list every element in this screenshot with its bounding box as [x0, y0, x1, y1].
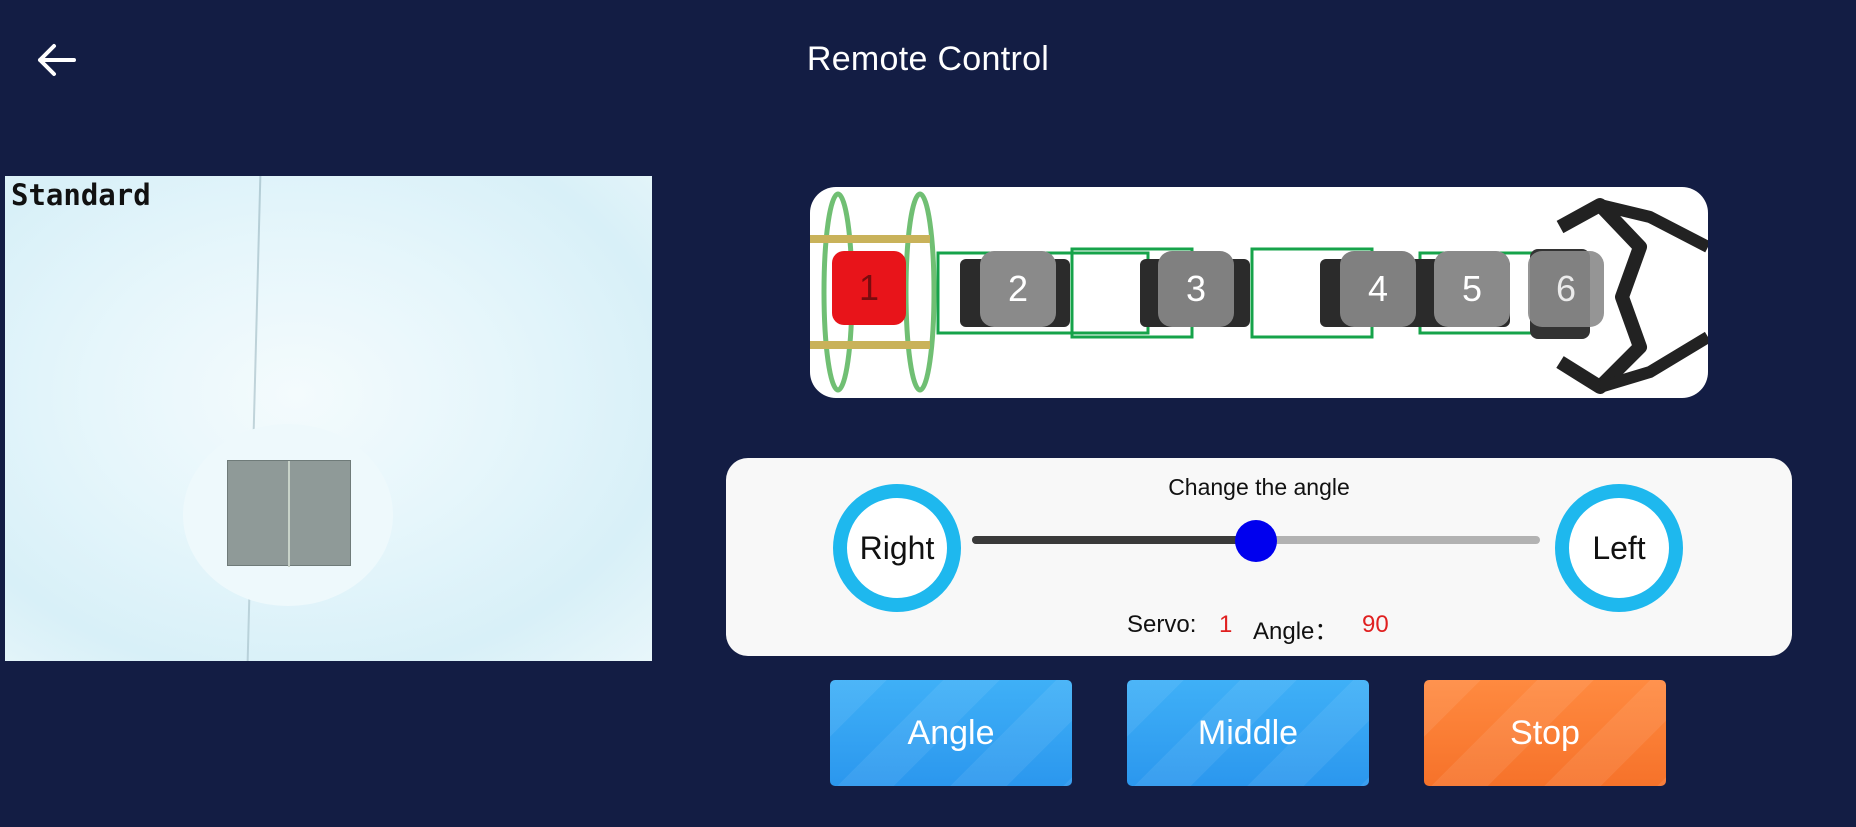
- camera-feed: Standard: [5, 176, 652, 661]
- back-button[interactable]: [30, 38, 82, 82]
- angle-value: 90: [1362, 611, 1389, 638]
- slider-fill: [972, 536, 1256, 544]
- servo-label: Servo:: [1127, 611, 1197, 638]
- angle-label: Angle：: [1253, 618, 1339, 645]
- rotate-right-label: Right: [859, 529, 935, 566]
- middle-button[interactable]: Middle: [1127, 680, 1369, 786]
- robot-arm-diagram: 1 2 3 4 5 6: [810, 187, 1708, 398]
- angle-control-panel: Change the angle Right Left Servo: 1 Ang…: [726, 458, 1792, 656]
- camera-mode-label: Standard: [11, 178, 151, 212]
- rotate-left-button[interactable]: Left: [1555, 484, 1683, 612]
- stop-button[interactable]: Stop: [1424, 680, 1666, 786]
- angle-button-label: Angle: [907, 713, 995, 752]
- servo-tile-6[interactable]: 6: [1528, 251, 1604, 327]
- servo-tile-5[interactable]: 5: [1434, 251, 1510, 327]
- slider-thumb[interactable]: [1235, 520, 1277, 562]
- page-title: Remote Control: [806, 40, 1050, 78]
- camera-block: [227, 460, 351, 567]
- rotate-right-button[interactable]: Right: [833, 484, 961, 612]
- servo-tile-3[interactable]: 3: [1158, 251, 1234, 327]
- servo-tile-1[interactable]: 1: [832, 251, 906, 325]
- stop-button-label: Stop: [1510, 713, 1580, 752]
- servo-value: 1: [1219, 611, 1233, 638]
- servo-tile-4[interactable]: 4: [1340, 251, 1416, 327]
- control-title: Change the angle: [1168, 474, 1350, 500]
- rotate-left-label: Left: [1592, 529, 1646, 566]
- arrow-left-icon: [38, 44, 76, 76]
- angle-button[interactable]: Angle: [830, 680, 1072, 786]
- middle-button-label: Middle: [1197, 713, 1299, 752]
- angle-slider[interactable]: [972, 520, 1540, 562]
- servo-tile-2[interactable]: 2: [980, 251, 1056, 327]
